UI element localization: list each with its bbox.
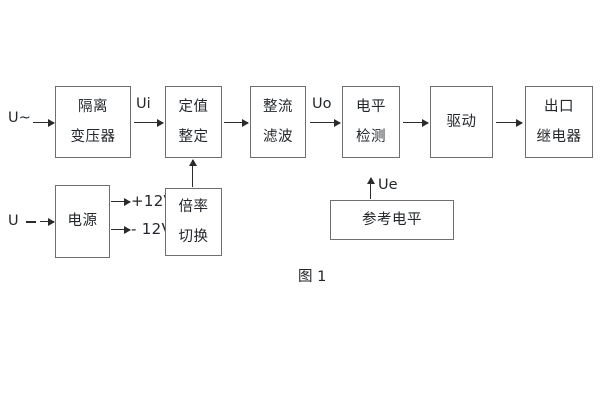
signal-label-ui: Ui	[136, 96, 151, 112]
signal-label-uo: Uo	[312, 96, 332, 112]
arrow-isolation-transformer-to-setpoint-setting	[134, 122, 163, 124]
block-rectify-filter-line1: 整流	[263, 99, 293, 115]
arrow-reference-level-to-level-detection	[370, 178, 372, 199]
arrow-rectify-filter-to-level-detection	[310, 122, 340, 124]
block-setpoint-setting-line2: 整定	[178, 128, 209, 145]
block-setpoint-setting: 定值 整定	[165, 86, 222, 158]
block-rectify-filter-line2: 滤波	[263, 128, 293, 145]
figure-caption: 图 1	[298, 269, 327, 285]
arrow-multiplier-switch-to-setpoint-setting	[192, 160, 194, 187]
input-label-u-dc: U	[8, 213, 19, 229]
rail-label-positive-12v: +12V	[131, 192, 175, 210]
block-power-supply: 电源	[55, 185, 110, 258]
rail-label-negative-12v: - 12V	[131, 220, 173, 238]
block-multiplier-switch-line1: 倍率	[178, 199, 209, 215]
block-power-supply-line1: 电源	[67, 213, 98, 230]
arrow-rail-negative	[111, 229, 130, 231]
block-rectify-filter: 整流 滤波	[250, 86, 306, 158]
block-isolation-transformer-line1: 隔离	[78, 99, 108, 115]
block-output-relay: 出口 继电器	[525, 86, 593, 158]
arrow-rail-positive	[111, 201, 130, 203]
block-level-detection: 电平 检测	[342, 86, 400, 158]
block-reference-level-line1: 参考电平	[362, 211, 422, 228]
block-output-relay-line1: 出口	[544, 99, 574, 115]
block-multiplier-switch-line2: 切换	[178, 228, 209, 245]
block-level-detection-line1: 电平	[356, 99, 386, 115]
dash-segment-power-input	[26, 221, 36, 223]
block-level-detection-line2: 检测	[356, 128, 386, 145]
arrow-drive-to-output-relay	[496, 122, 522, 124]
arrow-input-to-power-supply	[40, 221, 54, 223]
block-multiplier-switch: 倍率 切换	[165, 188, 222, 256]
input-label-u-ac: U~	[8, 110, 31, 126]
block-reference-level: 参考电平	[330, 200, 454, 240]
arrow-setpoint-setting-to-rectify-filter	[224, 122, 248, 124]
block-setpoint-setting-line1: 定值	[178, 99, 209, 115]
block-drive: 驱动	[430, 86, 493, 158]
block-drive-line1: 驱动	[446, 113, 477, 130]
block-isolation-transformer: 隔离 变压器	[55, 86, 131, 158]
block-isolation-transformer-line2: 变压器	[70, 128, 116, 145]
arrow-level-detection-to-drive	[403, 122, 428, 124]
arrow-input-to-isolation-transformer	[33, 122, 54, 124]
block-output-relay-line2: 继电器	[536, 128, 582, 145]
signal-label-ue: Ue	[378, 177, 398, 193]
